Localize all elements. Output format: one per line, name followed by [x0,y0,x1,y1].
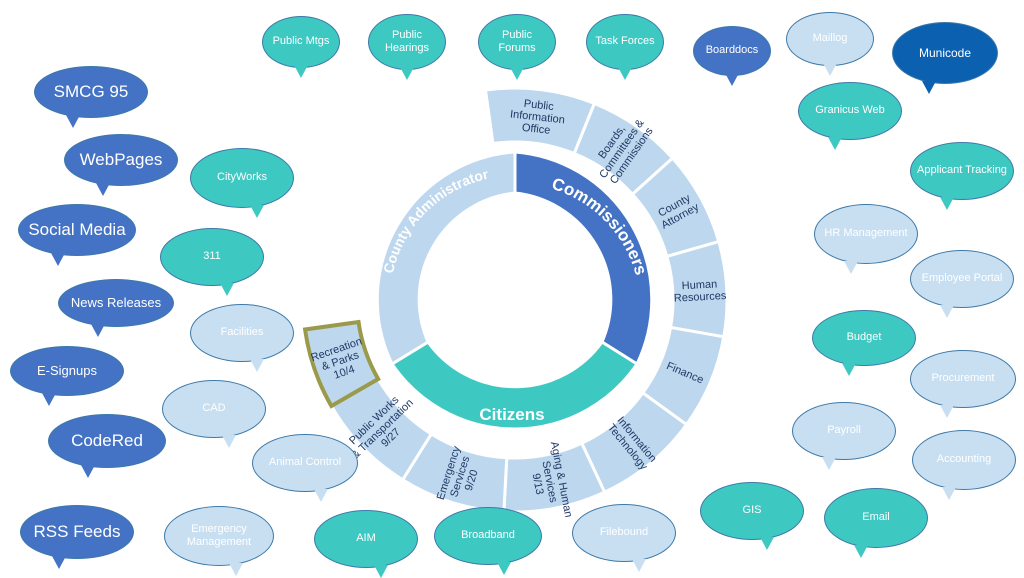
bubble-email[interactable]: Email [824,488,928,558]
dept-label-line: Public [523,98,555,113]
bubble-procurement-label: Procurement [931,372,995,385]
bubble-maillog[interactable]: Maillog [786,12,874,76]
bubble-emergency-management[interactable]: Emergency Management [164,506,274,576]
citizens-label: Citizens [479,405,544,424]
bubble-employee-portal[interactable]: Employee Portal [910,250,1014,318]
bubble-cityworks-label: CityWorks [217,171,267,184]
bubble-granicus-web-label: Granicus Web [815,104,885,117]
bubble-news-releases-label: News Releases [70,295,162,311]
bubble-task-forces[interactable]: Task Forces [586,14,664,80]
bubble-payroll-label: Payroll [827,424,861,437]
bubble-budget-label: Budget [846,331,882,344]
bubble-smcg95[interactable]: SMCG 95 [34,66,148,128]
bubble-budget[interactable]: Budget [812,310,916,376]
bubble-aim[interactable]: AIM [314,510,418,578]
bubble-gis[interactable]: GIS [700,482,804,550]
bubble-public-hearings[interactable]: Public Hearings [368,14,446,80]
bubble-public-mtgs[interactable]: Public Mtgs [262,16,340,78]
bubble-cad[interactable]: CAD [162,380,266,448]
dept-label-human-resources: HumanResources [673,278,727,305]
bubble-cityworks[interactable]: CityWorks [190,148,294,218]
bubble-social-media-label: Social Media [28,219,126,239]
bubble-public-mtgs-label: Public Mtgs [272,35,330,48]
dept-segment-recreation-parks[interactable] [302,319,381,409]
bubble-e-signups[interactable]: E-Signups [10,346,124,406]
bubble-applicant-tracking-label: Applicant Tracking [917,164,1007,177]
bubble-animal-control[interactable]: Animal Control [252,434,358,502]
bubble-public-forums-label: Public Forums [498,28,536,54]
dept-label-line: Human [681,278,717,292]
commissioners-segment [513,150,654,367]
bubble-hr-management[interactable]: HR Management [814,204,918,274]
bubble-social-media[interactable]: Social Media [18,204,136,266]
bubble-smcg95-label: SMCG 95 [53,81,129,101]
bubble-email-label: Email [862,511,890,524]
bubble-municode[interactable]: Municode [892,22,998,94]
bubble-animal-control-label: Animal Control [268,456,342,469]
bubble-granicus-web[interactable]: Granicus Web [798,82,902,150]
citizens-segment [389,339,640,431]
dept-label-line: Office [521,122,551,137]
bubble-applicant-tracking[interactable]: Applicant Tracking [910,142,1014,210]
bubble-accounting[interactable]: Accounting [912,430,1016,500]
bubble-news-releases[interactable]: News Releases [58,279,174,337]
bubble-gis-label: GIS [742,504,762,517]
bubble-rss-feeds[interactable]: RSS Feeds [20,505,134,569]
bubble-codered-label: CodeRed [71,430,143,450]
bubble-emergency-management-label: Emergency Management [186,522,252,548]
bubble-public-forums[interactable]: Public Forums [478,14,556,80]
bubble-employee-portal-label: Employee Portal [921,272,1003,285]
dept-label-public-information-office: PublicInformationOffice [508,96,567,138]
bubble-boarddocs[interactable]: Boarddocs [693,26,771,86]
dept-label-line: Resources [674,290,728,305]
bubble-broadband[interactable]: Broadband [434,507,542,575]
bubble-aim-label: AIM [356,532,376,545]
bubble-codered[interactable]: CodeRed [48,414,166,478]
bubble-payroll[interactable]: Payroll [792,402,896,470]
bubble-e-signups-label: E-Signups [37,363,97,379]
bubble-cad-label: CAD [202,402,226,415]
bubble-broadband-label: Broadband [461,529,515,542]
bubble-facilities-label: Facilities [220,326,264,339]
bubble-filebound[interactable]: Filebound [572,504,676,572]
bubble-facilities[interactable]: Facilities [190,304,294,372]
bubble-rss-feeds-label: RSS Feeds [33,521,121,541]
bubble-maillog-label: Maillog [812,32,848,45]
bubble-public-hearings-label: Public Hearings [384,28,430,54]
county-administrator-segment [375,150,517,367]
bubble-311-label: 311 [203,250,221,263]
bubble-webpages-label: WebPages [79,149,163,169]
bubble-task-forces-label: Task Forces [595,35,655,48]
bubble-webpages[interactable]: WebPages [64,134,178,196]
bubble-accounting-label: Accounting [936,453,992,466]
dept-label-line: 9/13 [530,472,546,495]
bubble-procurement[interactable]: Procurement [910,350,1016,418]
bubble-311[interactable]: 311 [160,228,264,296]
bubble-hr-management-label: HR Management [824,227,908,240]
bubble-boarddocs-label: Boarddocs [705,44,759,57]
bubble-municode-label: Municode [918,45,972,60]
bubble-filebound-label: Filebound [599,526,649,539]
